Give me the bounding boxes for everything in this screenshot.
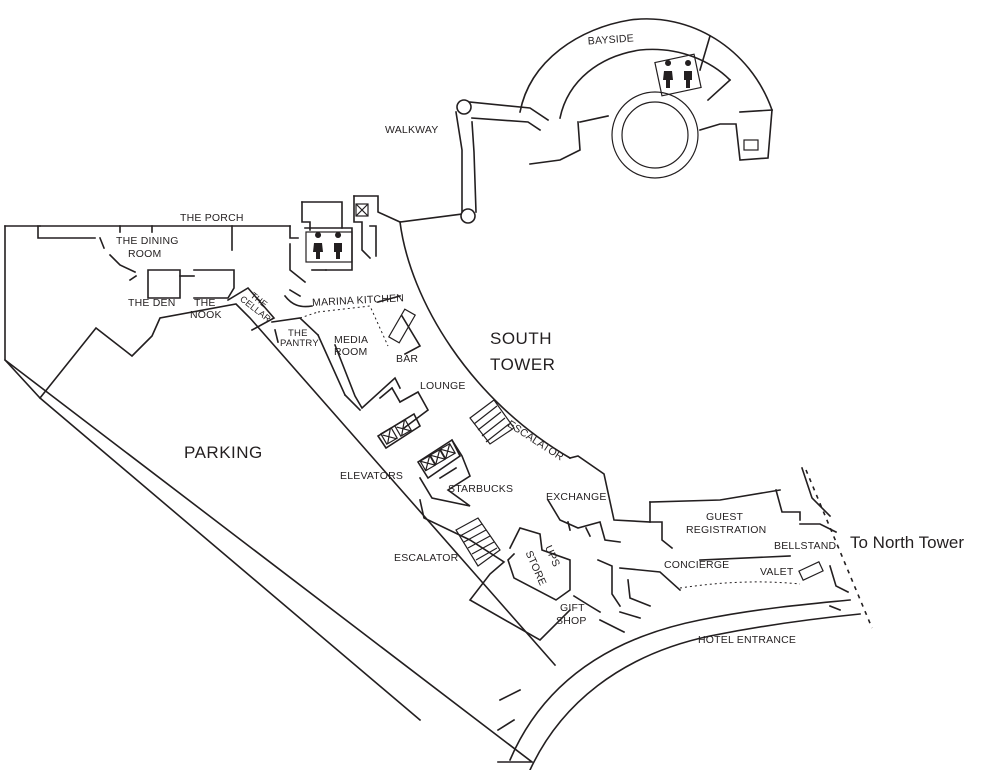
elevator-icon [416, 438, 462, 480]
label-concierge: CONCIERGE [664, 559, 729, 571]
label-valet: VALET [760, 566, 794, 578]
label-marina-kitchen: MARINA KITCHEN [312, 292, 405, 309]
north-tower-boundary [805, 469, 873, 629]
label-escalator-lower: ESCALATOR [394, 552, 459, 564]
label-the-dining-room: THE DINING [116, 235, 179, 247]
label-starbucks: STARBUCKS [448, 483, 513, 495]
restroom-icon [654, 53, 702, 97]
label-south-tower-2: TOWER [490, 355, 555, 374]
label-elevators: ELEVATORS [340, 470, 403, 482]
label-the-pantry-2: PANTRY [280, 338, 319, 349]
label-south-tower: SOUTH [490, 329, 552, 348]
label-the-pantry: THE [288, 328, 308, 339]
label-ups-store-2: STORE [523, 549, 549, 588]
label-ups-store: UPS [542, 544, 562, 569]
label-walkway: WALKWAY [385, 124, 439, 136]
label-exchange: EXCHANGE [546, 491, 607, 503]
label-lounge: LOUNGE [420, 380, 466, 392]
label-the-dining-room-2: ROOM [128, 248, 161, 260]
label-the-nook-2: NOOK [190, 309, 222, 321]
escalator-icon [455, 517, 501, 567]
label-bellstand: BELLSTAND [774, 540, 837, 552]
walkway [455, 99, 550, 224]
label-bar: BAR [396, 353, 418, 365]
label-bayside: BAYSIDE [587, 32, 634, 47]
escalator-icon [469, 399, 515, 445]
south-tower-corridor [299, 221, 838, 550]
bayside-rotunda [519, 18, 774, 179]
label-to-north-tower: To North Tower [850, 533, 964, 552]
parking-area [3, 225, 557, 763]
label-gift-shop: GIFT [560, 602, 585, 614]
elevator-icon [376, 412, 422, 450]
label-guest-registration-2: REGISTRATION [686, 524, 766, 536]
label-the-porch: THE PORCH [180, 212, 244, 224]
label-the-nook: THE [194, 297, 216, 309]
marina-kitchen-block [283, 195, 463, 308]
label-parking: PARKING [184, 443, 263, 462]
label-escalator-upper: ESCALATOR [505, 418, 566, 463]
label-media-room: MEDIA [334, 334, 368, 346]
label-hotel-entrance: HOTEL ENTRANCE [698, 634, 796, 646]
label-media-room-2: ROOM [334, 346, 367, 358]
label-guest-registration: GUEST [706, 511, 744, 523]
label-gift-shop-2: SHOP [556, 615, 587, 627]
restroom-icon [305, 231, 353, 263]
label-the-den: THE DEN [128, 297, 176, 309]
lower-lobby [419, 499, 861, 770]
